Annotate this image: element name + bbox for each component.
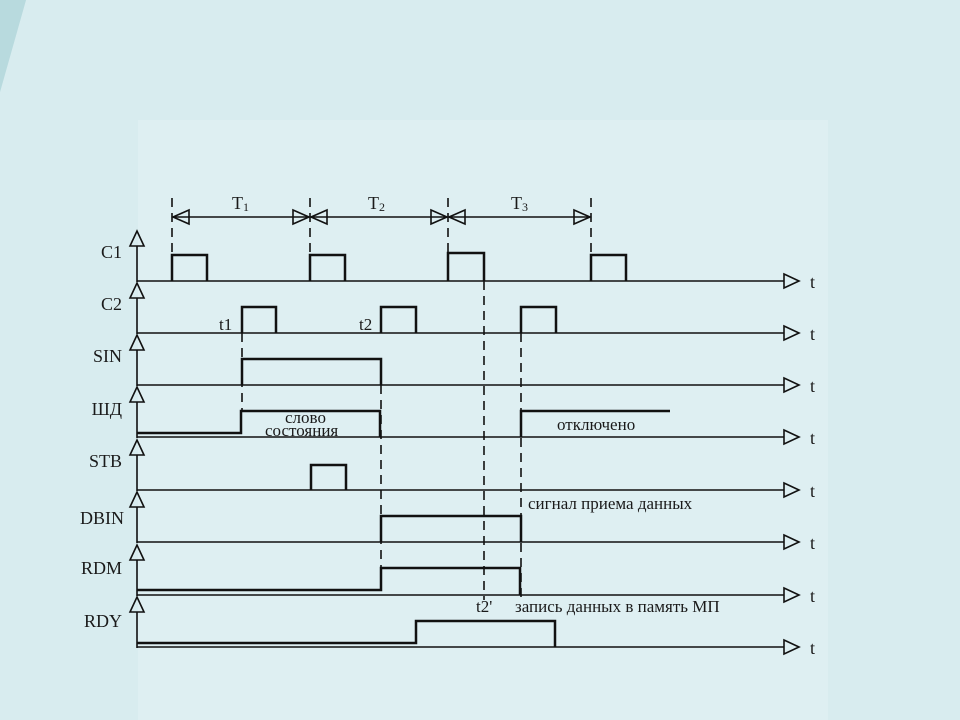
period-label-2: T2 bbox=[368, 193, 385, 214]
axis-arrow-dbin bbox=[128, 490, 146, 543]
axis-arrow-c1 bbox=[128, 229, 146, 282]
axis-t-label: t bbox=[810, 324, 815, 344]
signal-label-stb: STB bbox=[89, 451, 122, 471]
signal-label-c2: C2 bbox=[101, 294, 122, 314]
annotation-sostoyaniya: состояния bbox=[265, 421, 338, 440]
annotation-t2: t2 bbox=[359, 315, 372, 334]
annotation-slovo: слово bbox=[285, 408, 326, 427]
period-dimensions bbox=[171, 208, 592, 226]
time-axes bbox=[137, 272, 801, 656]
axis-arrow-stb bbox=[128, 438, 146, 491]
axis-t-label: t bbox=[810, 586, 815, 606]
timing-guides bbox=[241, 281, 522, 600]
signal-label-dbin: DBIN bbox=[80, 508, 124, 528]
annotation-t2-prime: t2' bbox=[476, 597, 492, 616]
waveform-stb bbox=[309, 463, 348, 490]
axis-arrow-rdm bbox=[128, 543, 146, 596]
annotation-t1: t1 bbox=[219, 315, 232, 334]
corner-shade bbox=[0, 0, 26, 92]
waveform-c1 bbox=[170, 251, 628, 281]
axis-arrow-rdy bbox=[128, 595, 146, 648]
axis-arrow-c2 bbox=[128, 281, 146, 334]
period-label-1: T1 bbox=[232, 193, 249, 214]
annotation-signal-priema: сигнал приема данных bbox=[528, 494, 693, 513]
waveform-rdm bbox=[137, 566, 522, 595]
axis-t-label: t bbox=[810, 533, 815, 553]
signal-label-rdy: RDY bbox=[84, 611, 122, 631]
signal-label-c1: C1 bbox=[101, 242, 122, 262]
annotation-otklyucheno: отключено bbox=[557, 415, 635, 434]
axis-t-label: t bbox=[810, 272, 815, 292]
period-label-3: T3 bbox=[511, 193, 528, 214]
axis-t-label: t bbox=[810, 481, 815, 501]
axis-t-label: t bbox=[810, 428, 815, 448]
annotation-zapis: запись данных в память МП bbox=[515, 597, 720, 616]
waveform-rdy bbox=[137, 619, 557, 647]
signal-label-rdm: RDM bbox=[81, 558, 122, 578]
axis-arrow-sin bbox=[128, 333, 146, 386]
signal-label-sin: SIN bbox=[93, 346, 122, 366]
axis-t-label: t bbox=[810, 638, 815, 658]
axis-arrow-shd bbox=[128, 385, 146, 438]
waveform-c2 bbox=[240, 305, 558, 333]
period-markers bbox=[171, 198, 592, 255]
waveform-dbin bbox=[379, 514, 523, 542]
waveform-sin bbox=[240, 357, 383, 385]
signal-label-shd: ШД bbox=[92, 399, 122, 419]
axis-t-label: t bbox=[810, 376, 815, 396]
